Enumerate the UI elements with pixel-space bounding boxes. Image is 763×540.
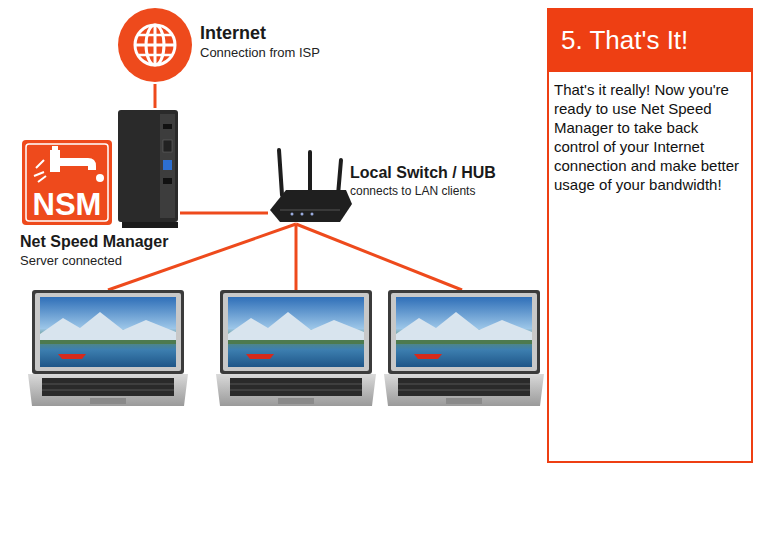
logo-text: NSM	[24, 188, 110, 222]
internet-node: InternetConnection from ISP	[118, 8, 320, 84]
panel-body: That's it really! Now you're ready to us…	[549, 72, 751, 194]
info-panel: 5. That's It! That's it really! Now you'r…	[547, 8, 753, 463]
node-title: Net Speed Manager	[20, 232, 180, 252]
switch-node: Local Switch / HUBconnects to LAN client…	[268, 160, 496, 224]
network-link	[154, 84, 157, 108]
panel-header: 5. That's It!	[549, 10, 751, 72]
node-title: Local Switch / HUB	[350, 163, 496, 183]
node-subtitle: Connection from ISP	[200, 44, 320, 61]
node-title: Internet	[200, 22, 320, 44]
node-subtitle: connects to LAN clients	[350, 183, 496, 199]
network-link	[180, 212, 268, 215]
panel-heading: 5. That's It!	[561, 24, 739, 56]
node-subtitle: Server connected	[20, 252, 180, 269]
